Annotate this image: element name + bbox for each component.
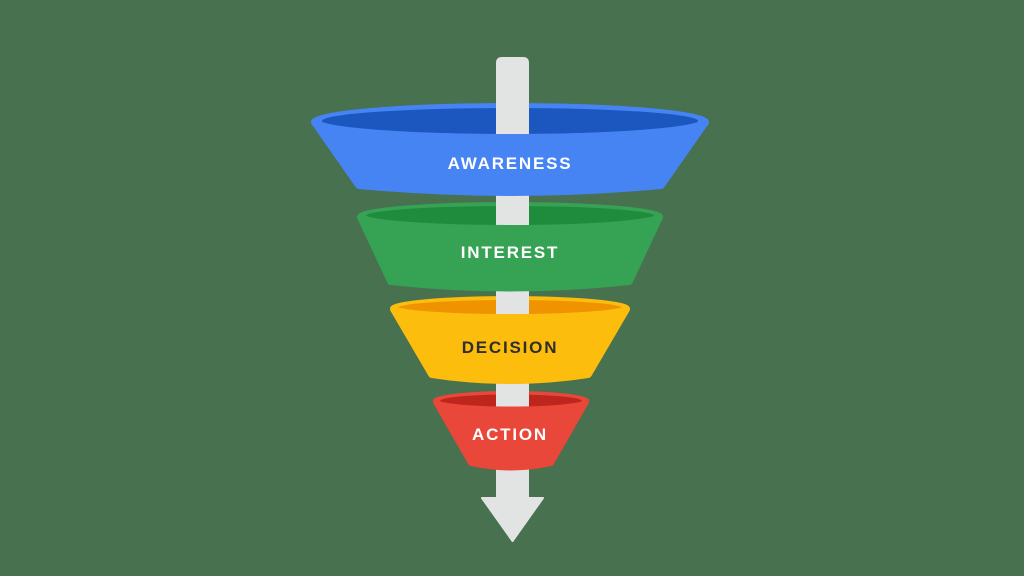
action-bowl-body [433,399,589,471]
awareness-bowl-body [311,118,709,196]
interest-bowl-body [357,213,663,292]
funnel-stage-action: ACTION [433,399,589,471]
funnel-stage-awareness: AWARENESS [311,118,709,196]
stage-label-action: ACTION [472,425,548,444]
stage-label-decision: DECISION [462,338,559,357]
decision-bowl-body [390,305,630,384]
funnel-stage-decision: DECISION [390,305,630,384]
funnel-stage-interest: INTEREST [357,213,663,292]
stage-label-awareness: AWARENESS [448,154,573,173]
stage-label-interest: INTEREST [461,243,559,262]
